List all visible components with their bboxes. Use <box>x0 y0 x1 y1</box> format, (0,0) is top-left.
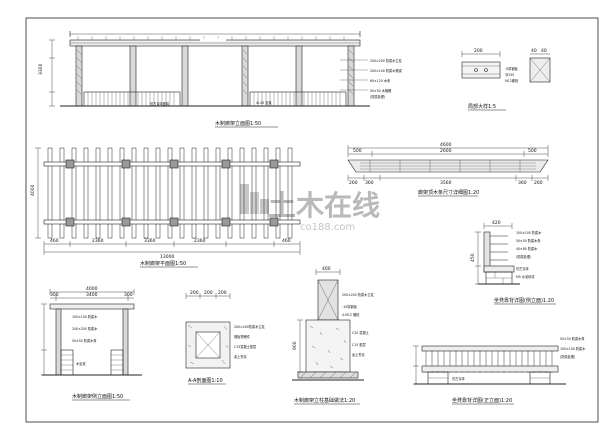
beam-end-4: 260 <box>534 180 543 186</box>
plan-seg-2: 3360 <box>144 238 156 244</box>
front-note-seat: 4/-45 坐凳 <box>256 100 273 105</box>
section-note-1: 钢板预埋件 <box>234 334 251 339</box>
section-detail <box>461 51 551 83</box>
footing-note-2: 4-M12 螺栓 <box>342 312 360 317</box>
footing-note-1: -10厚钢板 <box>342 304 358 309</box>
side-elevation-title: 木制廊架侧立面图1:50 <box>72 393 123 400</box>
bench-side-note-3: (防腐处理) <box>516 254 531 259</box>
bench-front-note-0: 50×50 防腐木条 <box>560 336 585 341</box>
bench-front-note-3: 仿古青砖 <box>452 376 466 381</box>
side-note-1: 200×200 防腐木 <box>72 326 98 331</box>
footing-note-5: 素土夯实 <box>352 352 365 357</box>
column-section-title: A-A剖面图1:10 <box>188 377 223 384</box>
beam-elevation-title: 廊架顶木条尺寸详细图1:20 <box>418 189 479 196</box>
beam-end-2: 3560 <box>440 180 452 186</box>
footing-note-0: 200×200 防腐木立柱 <box>342 292 375 297</box>
bench-side-note-4: 仿古青砖 <box>516 266 530 271</box>
bench-front-note-1: 100×100 防腐木 <box>560 346 586 351</box>
bench-side-title: 坐凳靠背详图(侧立面)1:20 <box>494 297 554 304</box>
detail-top-dim: 200 <box>474 48 483 54</box>
column-section <box>185 293 231 369</box>
column-dim-1: 200 <box>204 290 213 296</box>
beam-part-0: 500 <box>353 148 362 154</box>
plan-seg-4: 460 <box>282 238 291 244</box>
beam-end-3: 360 <box>518 180 527 186</box>
front-note-3: 50×50 木格栅 <box>370 88 392 93</box>
bench-height-dim: 450 <box>470 253 476 262</box>
bench-front-detail <box>413 345 566 385</box>
bench-width-dim: 420 <box>492 220 501 226</box>
beam-length-dim: 4600 <box>440 142 452 148</box>
sheet-frame <box>25 17 599 423</box>
section-note-3: 素土夯实 <box>234 354 247 359</box>
side-part-0: 300 <box>50 292 59 298</box>
plan-seg-1: 2360 <box>92 238 104 244</box>
detail-side-dim-a: 40 <box>531 48 537 54</box>
side-part-2: 300 <box>124 292 133 298</box>
front-note-2: 60×120 木条 <box>370 78 391 83</box>
side-note-3: 木坐凳 <box>76 361 86 366</box>
beam-part-1: 2600 <box>440 148 452 154</box>
footing-detail <box>292 269 364 381</box>
plan-depth-dim: 4000 <box>30 184 36 196</box>
side-part-1: 3400 <box>86 292 98 298</box>
beam-end-0: 260 <box>349 180 358 186</box>
detail-note-2: M12螺栓 <box>505 78 519 83</box>
plan-view <box>35 147 301 255</box>
detail-side-dim-b: 40 <box>541 48 547 54</box>
footing-note-4: C15 垫层 <box>352 342 366 347</box>
section-detail-title: 局部大样1:5 <box>468 103 496 110</box>
front-note-1: 200×100 防腐木横梁 <box>370 68 403 73</box>
bench-side-note-5: M5 水泥砂浆 <box>516 274 535 279</box>
plan-seg-0: 460 <box>50 238 59 244</box>
front-note-0: 200×200 防腐木立柱 <box>370 58 403 63</box>
front-elevation-title: 木制廊架立面图1:50 <box>215 120 261 127</box>
watermark-sub: co188.com <box>300 222 355 233</box>
bench-side-note-2: 40×80 防腐木 <box>516 246 538 251</box>
side-note-0: 100×100 防腐木 <box>72 314 98 319</box>
footing-height-dim: 900 <box>292 341 298 350</box>
footing-title: 木制廊架立柱基础做法1:20 <box>294 397 355 404</box>
beam-elevation <box>347 145 549 181</box>
footing-note-3: C20 混凝土 <box>352 330 370 335</box>
side-note-2: 50×50 防腐木条 <box>72 338 97 343</box>
section-note-2: C15混凝土垫层 <box>234 344 256 349</box>
front-note-bench: 仿古青砖座凳 <box>150 101 170 106</box>
beam-end-1: 360 <box>365 180 374 186</box>
bench-front-note-2: (防腐处理) <box>560 354 575 359</box>
column-dim-2: 200 <box>218 290 227 296</box>
detail-note-0: -5厚钢板 <box>505 66 519 71</box>
bench-front-title: 坐凳靠背详图(正立面)1:20 <box>452 397 512 404</box>
side-elevation <box>41 289 142 376</box>
watermark: 土木在线 co188.com <box>240 184 380 233</box>
bench-side-detail <box>475 223 520 285</box>
plan-width-dim: 13000 <box>160 254 174 260</box>
side-width-dim: 4000 <box>86 286 98 292</box>
front-elevation <box>49 31 370 107</box>
footing-top-dim: 400 <box>322 266 331 272</box>
front-height-dim: 3300 <box>38 63 44 75</box>
section-note-0: 200×200防腐木立柱 <box>234 324 266 329</box>
column-dim-0: 200 <box>190 290 199 296</box>
watermark-main: 土木在线 <box>268 189 380 222</box>
front-notes: 200×200 防腐木立柱 200×100 防腐木横梁 60×120 木条 50… <box>150 58 403 106</box>
bench-side-note-1: 50×50 防腐木条 <box>516 238 541 243</box>
front-note-4: (防腐处理) <box>370 94 385 99</box>
plan-title: 木制廊架平面图1:50 <box>140 260 186 267</box>
beam-part-2: 500 <box>528 148 537 154</box>
bench-side-note-0: 100×100 防腐木 <box>516 230 542 235</box>
watermark-logo-icon <box>240 184 269 214</box>
plan-seg-3: 2360 <box>194 238 206 244</box>
detail-note-1: @250 <box>505 73 514 77</box>
